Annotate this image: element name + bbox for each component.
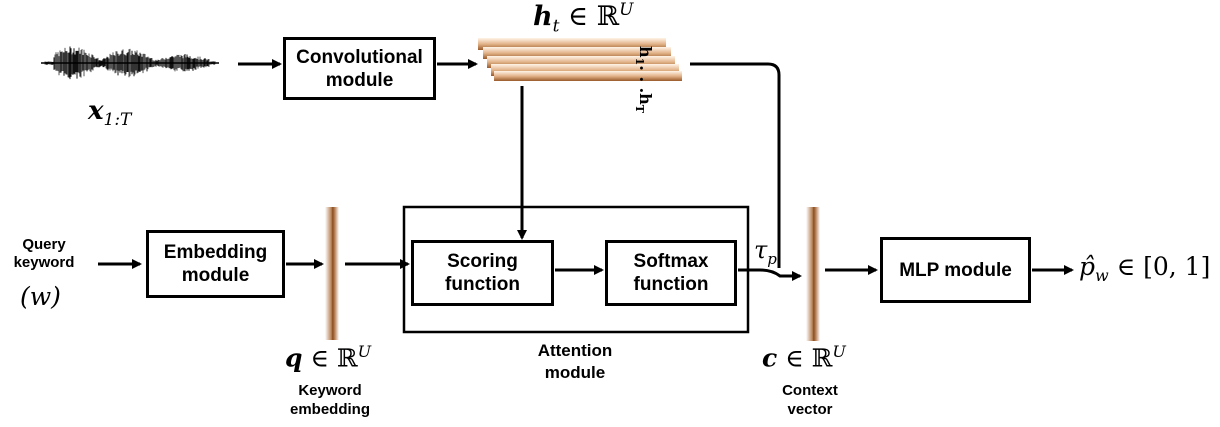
embedding-module-box: Embedding module — [146, 230, 285, 298]
convolutional-module-label: Convolutional module — [296, 46, 423, 91]
q-vector-label: q ∈ ℝU — [285, 342, 372, 373]
query-keyword-symbol: (w) — [20, 282, 61, 311]
mlp-module-box: MLP module — [880, 237, 1031, 303]
softmax-function-box: Softmax function — [605, 240, 737, 306]
softmax-function-label: Softmax function — [633, 251, 709, 295]
embedding-module-label: Embedding module — [163, 242, 268, 286]
arrow-softmax-to-context — [738, 268, 802, 281]
query-keyword-title: Query keyword — [13, 236, 75, 271]
audio-waveform — [41, 46, 219, 80]
attention-module-box — [402, 205, 750, 334]
output-probability-label: p̂w ∈ [0, 1] — [1079, 252, 1211, 285]
hidden-state-label: ht ∈ ℝU — [533, 0, 634, 37]
scoring-function-box: Scoring function — [411, 240, 554, 306]
c-vector-label: c ∈ ℝU — [762, 342, 846, 373]
keyword-embedding-caption: Keyword embedding — [289, 382, 370, 418]
arrow-hidden-to-context — [690, 62, 781, 268]
waveform-label: x1:T — [88, 96, 132, 131]
hidden-sequence-label: h1. . .hT — [632, 46, 655, 113]
convolutional-module-box: Convolutional module — [283, 37, 436, 100]
context-vector-caption: Context vector — [782, 382, 838, 418]
mlp-module-label: MLP module — [899, 259, 1012, 281]
scoring-function-label: Scoring function — [445, 251, 520, 295]
hidden-feature-stack — [478, 38, 682, 81]
tau-label: τp — [754, 236, 777, 268]
context-vector-bar — [806, 207, 820, 341]
attention-module-caption: Attention module — [537, 341, 613, 382]
keyword-embedding-bar — [325, 207, 339, 340]
